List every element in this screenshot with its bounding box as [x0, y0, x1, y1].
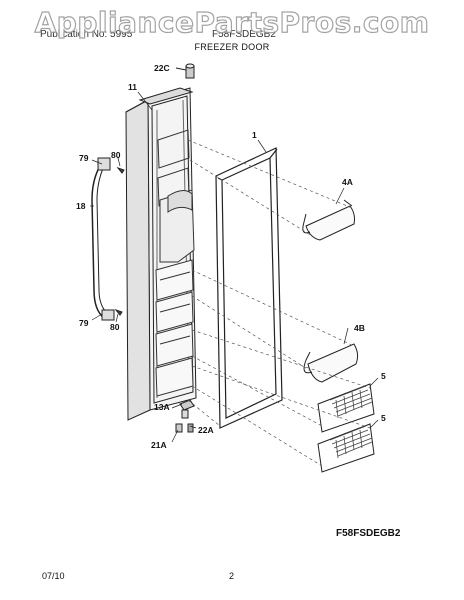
section-title: FREEZER DOOR [194, 42, 270, 52]
callout-13a: 13A [154, 402, 170, 412]
callout-4b: 4B [354, 323, 365, 333]
door-gasket [215, 147, 283, 429]
callout-22c: 22C [154, 63, 170, 73]
door-liner-shelves [155, 129, 195, 397]
watermark-logo: AppliancePartsPros.com [34, 5, 430, 39]
header-model-number: F58FSDEGB2 [212, 29, 276, 40]
wire-basket-lower [317, 423, 375, 473]
model-code: F58FSDEGB2 [336, 528, 401, 539]
callout-18: 18 [76, 201, 86, 211]
publication-number: Publication No: 5995 [40, 29, 133, 40]
callout-11: 11 [128, 82, 137, 92]
handle-screws [114, 166, 125, 316]
wire-basket-upper [317, 383, 375, 433]
door-handle [91, 157, 115, 321]
lower-hinge-parts [175, 399, 195, 433]
footer-date: 07/10 [42, 571, 65, 581]
callout-80-bottom: 80 [110, 322, 120, 332]
door-bin-4b [303, 343, 359, 383]
footer-page-number: 2 [229, 571, 235, 581]
callout-79-bottom: 79 [79, 318, 89, 328]
explosion-lines [187, 139, 371, 467]
callout-4a: 4A [342, 177, 353, 187]
callout-1: 1 [252, 130, 257, 140]
callout-5-bottom: 5 [381, 413, 386, 423]
callout-22a: 22A [198, 425, 214, 435]
callout-80-top: 80 [111, 150, 121, 160]
callout-21a: 21A [151, 440, 167, 450]
door-bin-4a [302, 199, 355, 241]
callout-5-top: 5 [381, 371, 386, 381]
hinge-pin-22c [175, 63, 195, 79]
callout-79-top: 79 [79, 153, 89, 163]
leader-lines [90, 91, 379, 443]
